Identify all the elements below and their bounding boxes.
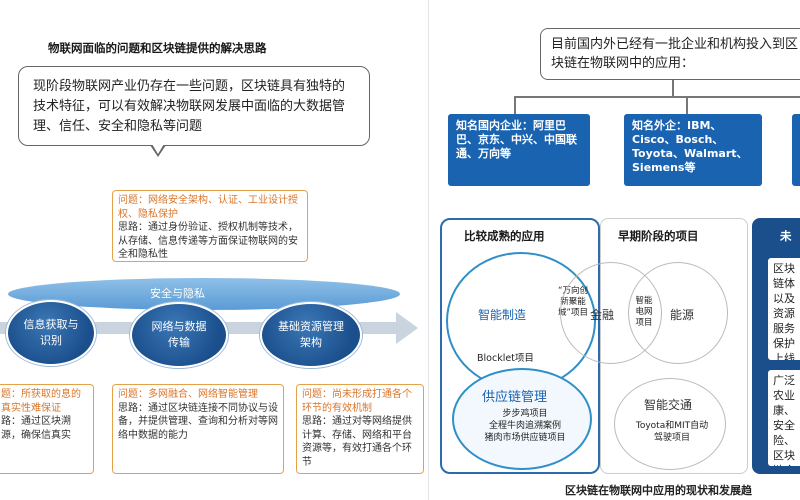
smart-traffic-circle <box>614 378 726 470</box>
callout-authenticity: 题：所获取的息的真实性难保证 路：通过区块溯源，确保信真实 <box>0 384 94 474</box>
security-callout-heading: 问题：网络安全架构、认证、工业设计授权、隐私保护 <box>118 195 298 220</box>
callout-network-fusion: 问题：多网融合、网络智能管理 思路：通过区块链连接不同协议与设备，并提供管理、查… <box>112 384 284 474</box>
callout-body: 路：通过区块溯源，确保信真实 <box>1 416 71 441</box>
callout-mechanism: 问题：尚未形成打通各个环节的有效机制 思路：通过对等网络提供计算、存储、网络和平… <box>296 384 424 474</box>
partial-company-box <box>792 114 800 186</box>
future-card-1: 区块链体以及资源服务保护上线下信用体 <box>768 258 800 360</box>
toyota-mit-label: Toyota和MIT自动驾驶项目 <box>635 421 709 443</box>
node-label: 网络与数据传输 <box>151 320 207 349</box>
supply-chain-label: 供应链管理 <box>482 390 548 405</box>
smart-traffic-label: 智能交通 <box>644 398 693 412</box>
early-stage-title: 早期阶段的项目 <box>618 229 699 243</box>
node-network-transmission: 网络与数据传输 <box>130 302 228 368</box>
energy-circle <box>628 262 728 364</box>
node-label: 信息获取与识别 <box>23 318 79 347</box>
panel-divider <box>428 0 429 500</box>
security-callout: 问题：网络安全架构、认证、工业设计授权、隐私保护 思路：通过身份验证、授权机制等… <box>112 190 308 262</box>
left-panel-title: 物联网面临的问题和区块链提供的解决思路 <box>48 41 267 55</box>
node-resource-architecture: 基础资源管理架构 <box>260 302 362 368</box>
tree-connector <box>514 96 800 98</box>
supply-chain-circle <box>452 368 592 470</box>
node-info-acquisition: 信息获取与识别 <box>6 300 96 366</box>
security-privacy-label: 安全与隐私 <box>150 287 205 300</box>
right-panel-caption: 区块链在物联网中应用的现状和发展趋 <box>565 484 752 497</box>
mature-applications-title: 比较成熟的应用 <box>464 229 545 243</box>
blocklet-project-label: Blocklet项目 <box>474 350 537 364</box>
energy-label: 能源 <box>670 308 695 322</box>
smart-grid-label: 智能电网项目 <box>635 296 653 328</box>
intro-box-tail-inner <box>152 144 164 154</box>
smart-manufacturing-label: 智能制造 <box>478 308 527 322</box>
callout-body: 思路：通过区块链连接不同协议与设备，并提供管理、查询和分析对等网络中数据的能力 <box>118 402 278 441</box>
flow-arrow-head <box>396 312 418 344</box>
foreign-companies-box: 知名外企：IBM、Cisco、Bosch、Toyota、Walmart、Siem… <box>624 114 762 186</box>
future-card-2: 广泛农业康、安全险、区块链合管理 <box>768 370 800 466</box>
callout-body: 思路：通过对等网络提供计算、存储、网络和平台资源等，有效打通各个环节 <box>302 416 412 468</box>
callout-heading: 题：所获取的息的真实性难保证 <box>1 389 81 414</box>
callout-heading: 问题：尚未形成打通各个环节的有效机制 <box>302 389 412 414</box>
security-callout-body: 思路：通过身份验证、授权机制等技术，从存储、信息传递等方面保证物联网的安全和隐私… <box>118 222 298 260</box>
supply-chain-projects: 步步鸡项目 全程牛肉追溯案例 猪肉市场供应链项目 <box>484 409 566 443</box>
future-trend-title: 未 <box>780 229 792 243</box>
tree-connector <box>686 96 688 114</box>
callout-heading: 问题：多网融合、网络智能管理 <box>118 389 258 400</box>
adoption-summary-box: 目前国内外已经有一批企业和机构投入到区块链在物联网中的应用： <box>540 28 800 80</box>
intro-box: 现阶段物联网产业仍存在一些问题，区块链具有独特的技术特征，可以有效解决物联网发展… <box>18 66 370 146</box>
tree-connector <box>672 80 674 96</box>
domestic-companies-box: 知名国内企业：阿里巴巴、京东、中兴、中国联通、万向等 <box>448 114 590 186</box>
tree-connector <box>514 96 516 114</box>
node-label: 基础资源管理架构 <box>278 320 344 349</box>
finance-label: 金融 <box>590 308 615 322</box>
